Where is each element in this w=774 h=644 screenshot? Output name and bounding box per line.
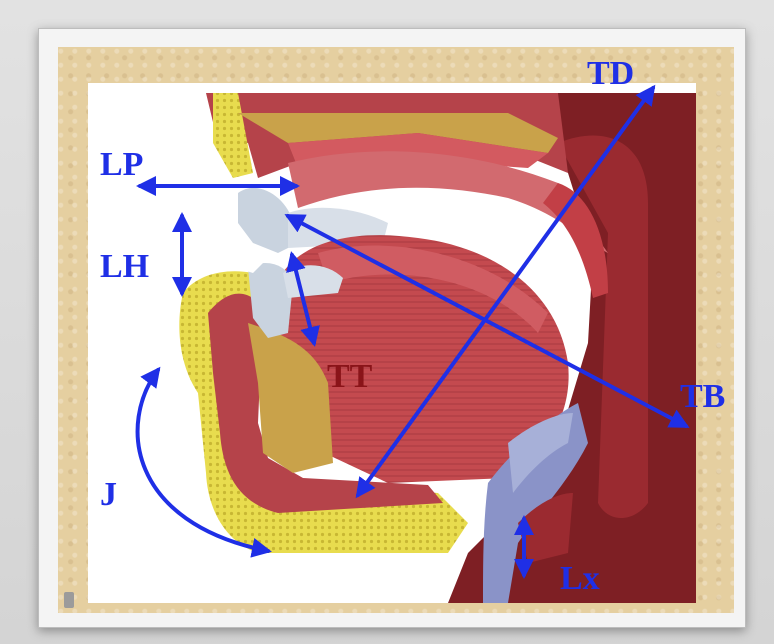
label-tt: TT xyxy=(327,360,372,394)
label-lp: LP xyxy=(100,148,143,182)
vocal-tract-diagram xyxy=(88,83,696,603)
scrollbar-handle[interactable] xyxy=(64,592,74,608)
label-lh: LH xyxy=(100,250,149,284)
label-j: J xyxy=(100,478,117,512)
label-td: TD xyxy=(587,57,634,91)
vocal-tract-illustration xyxy=(88,83,696,603)
label-lx: Lx xyxy=(560,562,600,596)
label-tb: TB xyxy=(680,380,725,414)
